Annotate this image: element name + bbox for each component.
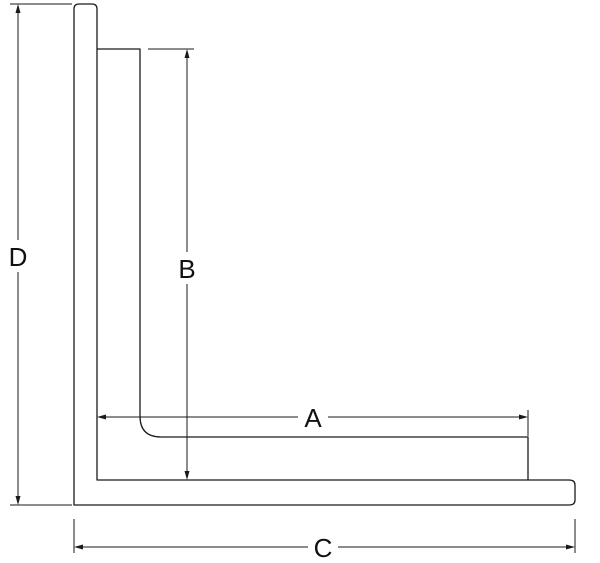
dimension-a-label-background <box>298 402 328 432</box>
dimension-d: D <box>6 3 72 506</box>
dimension-b-arrow-bottom <box>184 471 190 480</box>
dimension-d-arrow-top <box>15 4 21 13</box>
dimension-b: B <box>148 48 199 480</box>
inner-angle-profile <box>97 48 529 480</box>
dimension-c-label: C <box>314 533 333 563</box>
dimension-c: C <box>73 519 576 563</box>
dimension-b-label: B <box>178 254 195 284</box>
dimension-a: A <box>97 402 529 436</box>
dimension-b-arrow-top <box>184 49 190 58</box>
dimension-b-label-background <box>175 252 199 284</box>
dimension-a-arrow-left <box>97 414 106 420</box>
dimension-c-arrow-left <box>74 544 83 550</box>
dimension-d-label: D <box>9 242 28 272</box>
dimension-d-label-background <box>6 240 30 272</box>
dimension-a-arrow-right <box>519 414 528 420</box>
dimension-c-label-background <box>308 532 338 562</box>
outer-angle-profile <box>73 3 576 506</box>
dimension-c-arrow-right <box>566 544 575 550</box>
dimension-a-label: A <box>304 403 322 433</box>
dimension-d-arrow-bottom <box>15 496 21 505</box>
